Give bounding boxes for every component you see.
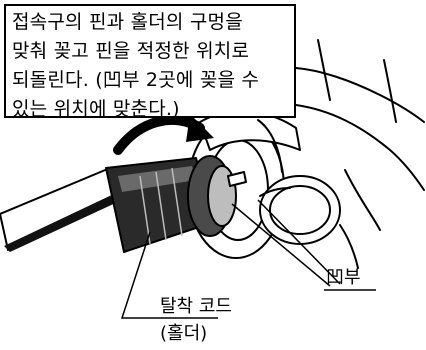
rotate-arrowhead (186, 114, 214, 142)
tool-curve (344, 169, 381, 231)
tool-body-lower (295, 104, 425, 191)
instruction-line: 접속구의 핀과 홀더의 구멍을 (12, 11, 243, 33)
plug-ribs (139, 167, 183, 245)
leader-cord (120, 231, 218, 319)
tool-grip-line-2 (383, 59, 397, 123)
instruction-line: 맞춰 꽂고 핀을 적정한 위치로 (12, 40, 250, 62)
instruction-line: 되돌린다. (凹부 2곳에 꽂을 수 (12, 69, 260, 91)
tool-curve-2 (339, 224, 359, 269)
holder-strap (259, 187, 291, 197)
detachable-cord-label: 탈착 코드 (160, 296, 232, 317)
socket-rim (257, 119, 283, 173)
plug-pin (227, 171, 247, 187)
holder-cap-inner (269, 185, 331, 235)
tool-grip-line (317, 39, 331, 101)
cord-cable (0, 167, 123, 251)
instruction-line: 있는 위치에 맞춘다.) (12, 98, 180, 120)
recess-label: 凹부 (326, 267, 361, 288)
leader-recess-1 (231, 203, 331, 287)
instruction-callout: 접속구의 핀과 홀더의 구멍을 맞춰 꽂고 핀을 적정한 위치로 되돌린다. (… (4, 4, 296, 120)
tool-body (295, 67, 425, 123)
cord-cable-shade (4, 192, 122, 252)
leader-recess-2 (257, 199, 341, 285)
holder-label: (홀더) (160, 323, 208, 344)
